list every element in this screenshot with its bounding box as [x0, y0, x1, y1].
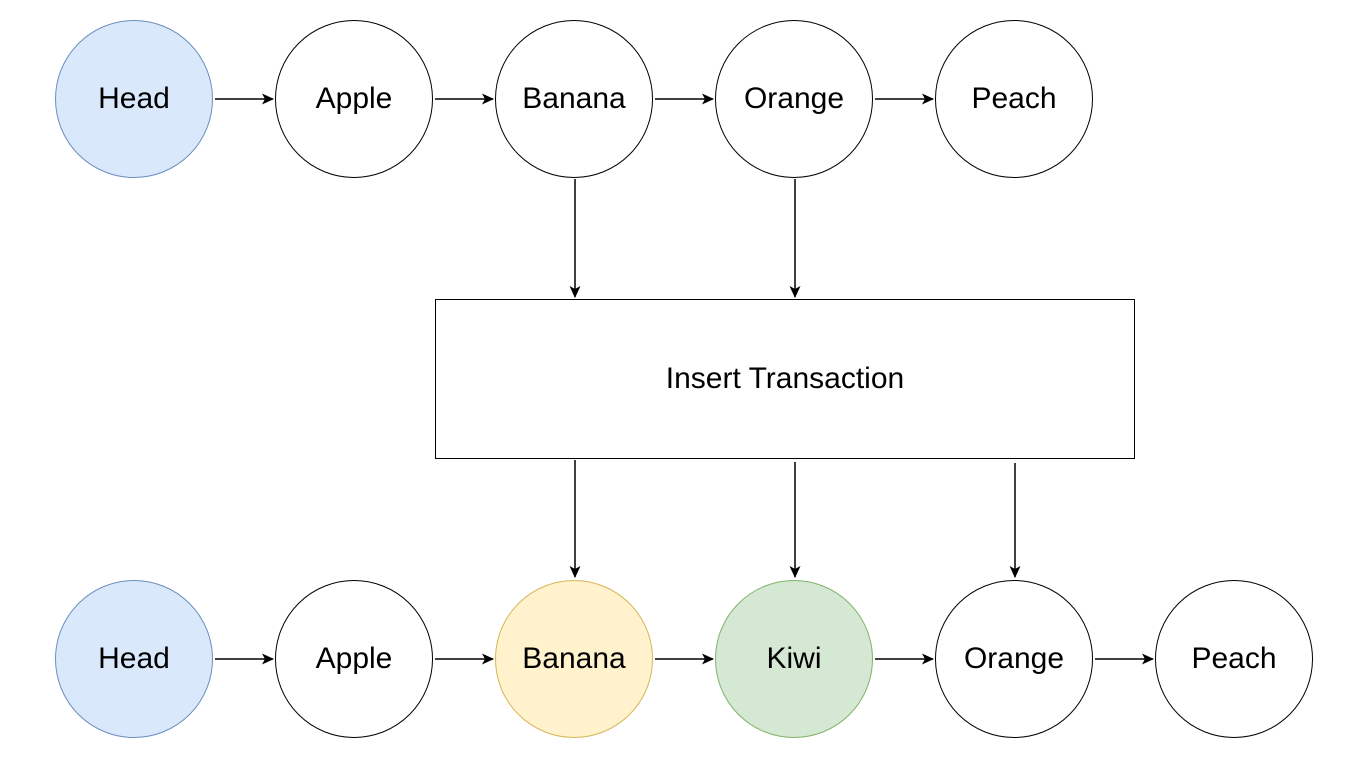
insert-transaction-label: Insert Transaction	[665, 362, 905, 395]
before-node-banana-label: Banana	[522, 82, 626, 115]
before-node-head: Head	[55, 20, 213, 178]
before-node-orange-label: Orange	[743, 82, 845, 115]
after-node-head: Head	[55, 580, 213, 738]
before-node-apple-label: Apple	[315, 82, 393, 115]
before-node-apple: Apple	[275, 20, 433, 178]
after-node-apple-label: Apple	[315, 642, 393, 675]
before-node-peach-label: Peach	[971, 82, 1057, 115]
after-node-banana: Banana	[495, 580, 653, 738]
after-node-peach: Peach	[1155, 580, 1313, 738]
before-node-head-label: Head	[98, 82, 170, 115]
after-node-head-label: Head	[98, 642, 170, 675]
insert-transaction-box: Insert Transaction	[435, 299, 1135, 459]
after-node-kiwi-label: Kiwi	[766, 642, 822, 675]
after-node-apple: Apple	[275, 580, 433, 738]
before-node-banana: Banana	[495, 20, 653, 178]
after-node-banana-label: Banana	[522, 642, 626, 675]
before-node-orange: Orange	[715, 20, 873, 178]
after-node-kiwi: Kiwi	[715, 580, 873, 738]
after-node-peach-label: Peach	[1191, 642, 1277, 675]
before-node-peach: Peach	[935, 20, 1093, 178]
after-node-orange-label: Orange	[963, 642, 1065, 675]
after-node-orange: Orange	[935, 580, 1093, 738]
